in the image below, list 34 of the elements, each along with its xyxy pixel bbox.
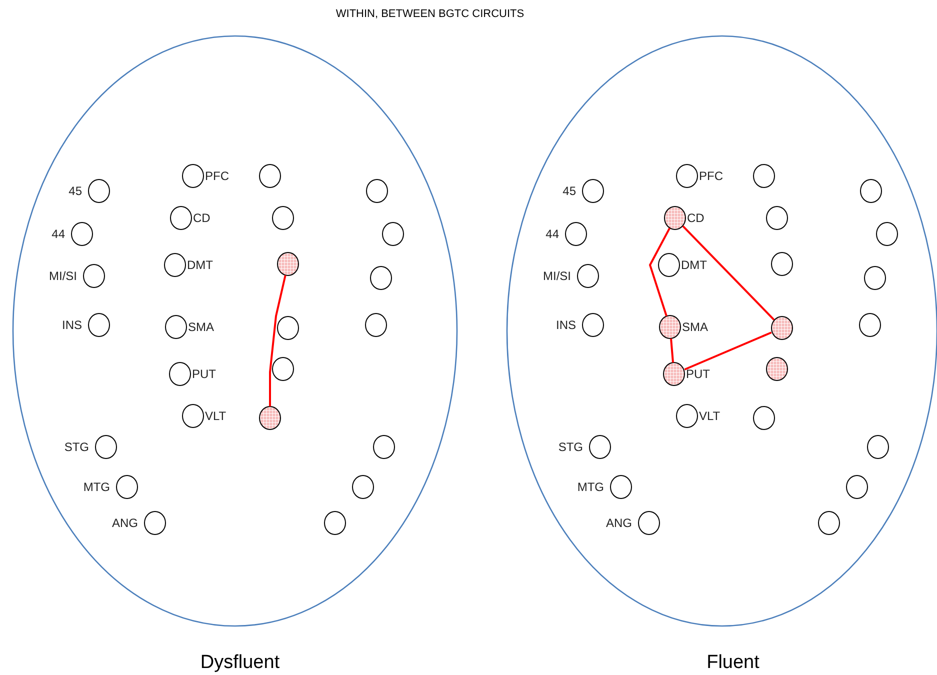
hemisphere-label: Dysfluent	[199, 652, 281, 674]
region-label: ANG	[112, 516, 138, 530]
region-label: SMA	[188, 320, 214, 334]
region-label: 44	[546, 227, 559, 241]
region-label: CD	[687, 211, 704, 225]
connector-line	[269, 274, 286, 406]
region-label: 45	[68, 184, 82, 198]
region-label: PFC	[205, 169, 229, 183]
hemisphere-label: Fluent	[706, 652, 760, 674]
region-label: 45	[562, 184, 576, 198]
diagram-title: WITHIN, BETWEEN BGTC CIRCUITS	[334, 8, 526, 20]
region-label: VLT	[699, 409, 720, 423]
region-label: MTG	[577, 480, 604, 494]
region-label: PUT	[192, 367, 216, 381]
region-label: STG	[64, 440, 89, 454]
region-label: MI/SI	[48, 269, 77, 283]
connector-line	[684, 332, 772, 370]
region-label: PUT	[686, 367, 710, 381]
region-label: CD	[193, 211, 210, 225]
region-label: MI/SI	[542, 269, 571, 283]
region-label: 44	[52, 227, 65, 241]
connector-line	[682, 226, 775, 320]
connector-line	[670, 338, 674, 363]
region-label: DMT	[187, 258, 213, 272]
region-label: INS	[62, 318, 82, 332]
region-label: SMA	[682, 320, 708, 334]
region-label: DMT	[681, 258, 707, 272]
connector-line	[648, 228, 670, 316]
region-label: ANG	[606, 516, 632, 530]
region-label: INS	[556, 318, 576, 332]
region-label: VLT	[205, 409, 226, 423]
region-label: MTG	[83, 480, 110, 494]
region-label: STG	[558, 440, 583, 454]
region-label: PFC	[699, 169, 723, 183]
